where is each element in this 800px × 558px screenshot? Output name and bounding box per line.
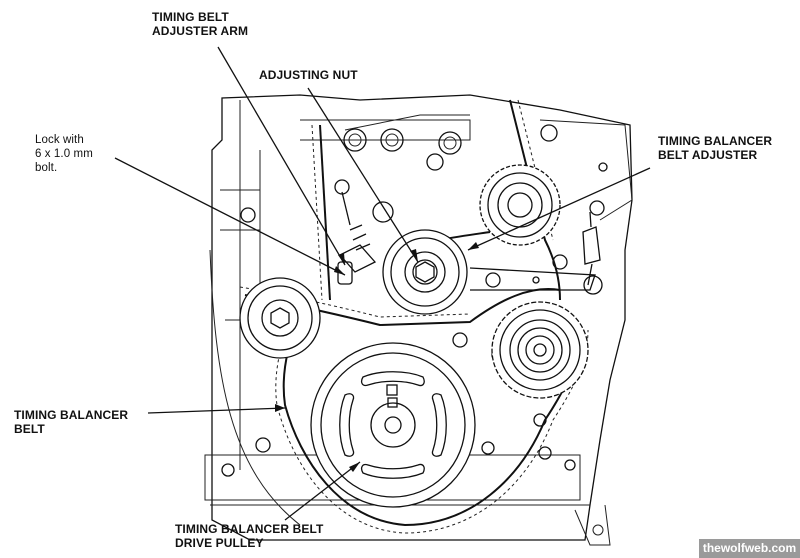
leader-balancer-belt [147, 407, 286, 414]
adjuster-arm-assembly [337, 191, 601, 291]
label-timing-balancer-belt-adjuster: TIMING BALANCER BELT ADJUSTER [658, 134, 773, 162]
leader-lock-bolt [114, 157, 346, 276]
label-drive-pulley: TIMING BALANCER BELT DRIVE PULLEY [175, 522, 324, 550]
balancer-sprocket-upper [479, 164, 561, 246]
adjusting-nut-hex [415, 261, 435, 283]
watermark: thewolfweb.com [699, 539, 800, 558]
left-idler-pulley [239, 277, 321, 359]
leader-belt-adjuster [467, 167, 651, 251]
label-lock-note: Lock with 6 x 1.0 mm bolt. [35, 134, 93, 174]
drive-pulley [310, 342, 476, 508]
leader-adjuster-arm [217, 46, 346, 266]
leader-lines [114, 46, 651, 521]
label-adjusting-nut: ADJUSTING NUT [259, 68, 358, 82]
balancer-sprocket-lower [491, 301, 589, 399]
belt-adjuster-pulley [382, 229, 468, 315]
leader-drive-pulley [284, 461, 361, 521]
label-timing-belt-adjuster-arm: TIMING BELT ADJUSTER ARM [152, 10, 249, 38]
label-timing-balancer-belt: TIMING BALANCER BELT [14, 408, 129, 436]
leader-adjusting-nut [307, 87, 419, 263]
